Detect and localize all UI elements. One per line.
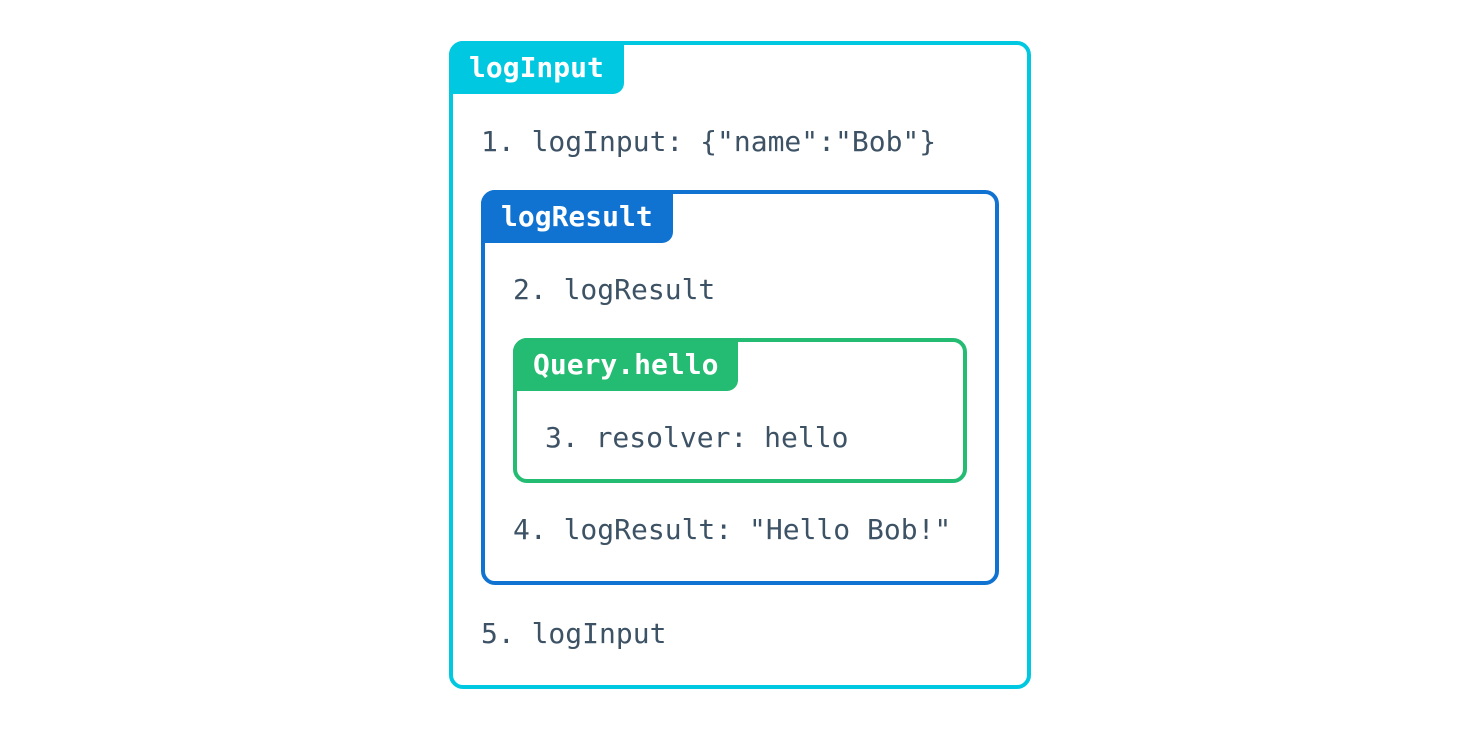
step-1-loginput-before: 1. logInput: {"name":"Bob"} [481,125,937,158]
step-3-resolver: 3. resolver: hello [545,421,849,454]
step-5-loginput-after: 5. logInput [481,617,667,650]
logresult-plugin-tab: logResult [481,190,673,243]
loginput-plugin-tab: logInput [449,41,624,94]
step-2-logresult-before: 2. logResult [513,273,716,306]
step-4-logresult-after: 4. logResult: "Hello Bob!" [513,513,952,546]
query-hello-resolver-box: Query.hello 3. resolver: hello [513,338,967,483]
query-hello-resolver-tab: Query.hello [513,338,739,391]
plugin-lifecycle-diagram: logInput 1. logInput: {"name":"Bob"} log… [449,41,1031,689]
logresult-plugin-box: logResult 2. logResult Query.hello 3. re… [481,190,999,585]
loginput-plugin-box: logInput 1. logInput: {"name":"Bob"} log… [449,41,1031,689]
